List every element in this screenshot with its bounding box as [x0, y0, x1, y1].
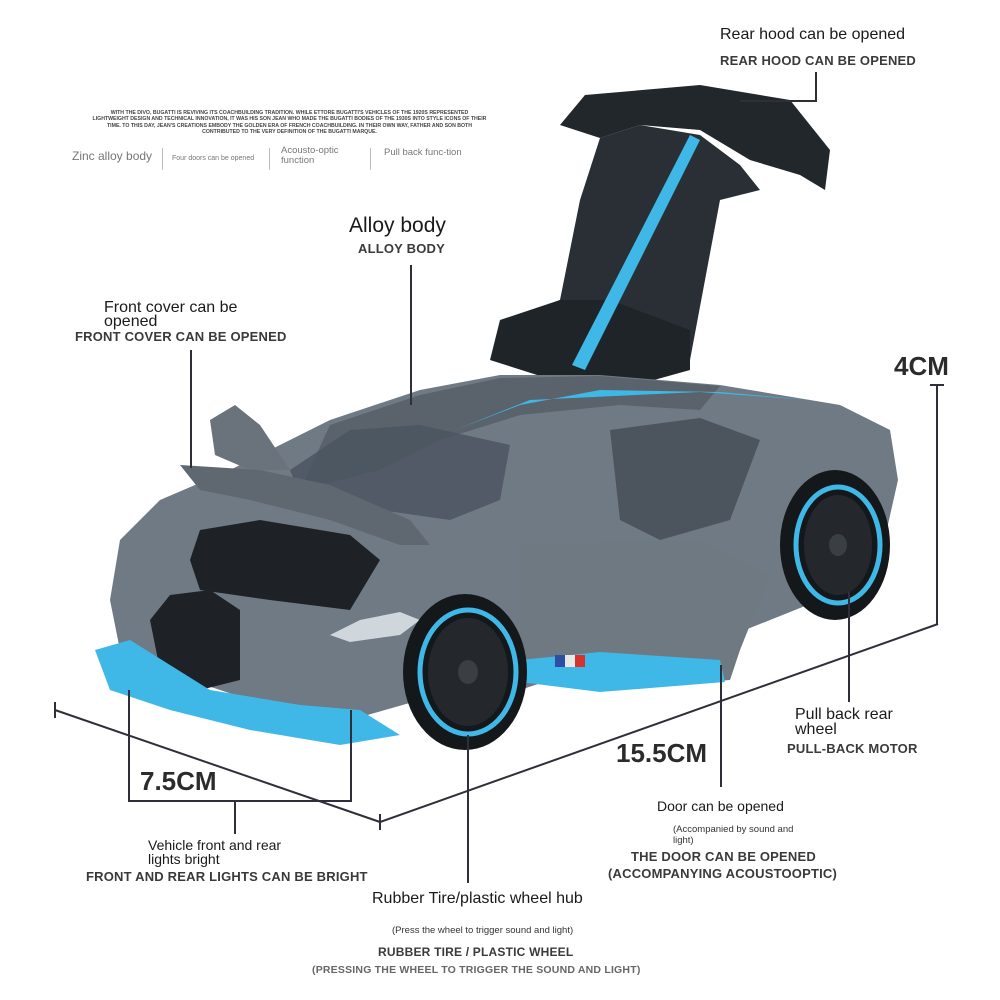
feature-acousto-optic: Acousto-optic function [281, 145, 339, 166]
front-cover-leader [190, 350, 192, 468]
width-dimension: 7.5CM [140, 766, 217, 796]
width-dimension-line [128, 800, 352, 802]
feature-separator [162, 148, 163, 170]
feature-zinc-alloy: Zinc alloy body [72, 149, 153, 163]
height-dimension: 4CM [894, 351, 949, 381]
open-door [520, 540, 770, 692]
door-sub: light) [673, 835, 694, 846]
door-caption: THE DOOR CAN BE OPENED [631, 849, 816, 864]
door-sub: (Accompanied by sound and [673, 824, 794, 835]
side-intake [610, 418, 760, 540]
pull-back-label: Pull back rear [795, 706, 893, 723]
tire-label: Rubber Tire/plastic wheel hub [372, 890, 583, 907]
tire-caption-sub: (PRESSING THE WHEEL TO TRIGGER THE SOUND… [312, 964, 641, 976]
lights-caption: FRONT AND REAR LIGHTS CAN BE BRIGHT [86, 869, 368, 884]
door-leader [720, 665, 722, 787]
front-wheel [403, 594, 527, 750]
alloy-body-caption: ALLOY BODY [358, 241, 445, 256]
width-dimension-line [128, 690, 130, 802]
lights-label: Vehicle front and rear [148, 837, 282, 853]
front-splitter [95, 640, 400, 745]
feature-separator [370, 148, 371, 170]
front-grille [150, 590, 240, 690]
front-cover-label: opened [104, 313, 158, 330]
brand-blurb: WITH THE DIVO, BUGATTI IS REVIVING ITS C… [92, 110, 487, 136]
feature-pull-back: Pull back func-tion [384, 147, 462, 158]
door-caption: (ACCOMPANYING ACOUSTOOPTIC) [608, 866, 838, 881]
tire-sub: (Press the wheel to trigger sound and li… [392, 925, 574, 936]
feature-four-doors: Four doors can be opened [172, 155, 255, 162]
rear-hood-leader [740, 100, 817, 102]
tire-caption: RUBBER TIRE / PLASTIC WHEEL [378, 945, 574, 959]
alloy-body-label: Alloy body [349, 214, 446, 237]
height-dimension-tick [930, 384, 944, 386]
door-label: Door can be opened [657, 798, 784, 814]
lights-leader [234, 802, 236, 834]
lights-label: lights bright [148, 851, 220, 867]
front-cover-label: Front cover can be [104, 299, 238, 316]
alloy-body-leader [410, 265, 412, 405]
rear-wheel [780, 470, 890, 620]
pull-back-label: wheel [795, 721, 837, 738]
rear-hood-caption: REAR HOOD CAN BE OPENED [720, 53, 917, 68]
rear-hood-leader [815, 72, 817, 102]
rear-hood-wing [490, 85, 830, 395]
feature-separator [269, 148, 270, 170]
front-hood [180, 405, 430, 545]
length-dimension: 15.5CM [616, 738, 708, 768]
width-dimension-line [350, 710, 352, 802]
pull-back-leader [848, 592, 850, 702]
tire-leader [467, 735, 469, 883]
pull-back-caption: PULL-BACK MOTOR [787, 741, 918, 756]
front-trunk [190, 520, 380, 610]
rear-hood-label: Rear hood can be opened [720, 26, 906, 43]
front-cover-caption: FRONT COVER CAN BE OPENED [75, 329, 287, 344]
height-dimension-line [936, 384, 938, 624]
headlight [330, 612, 420, 642]
